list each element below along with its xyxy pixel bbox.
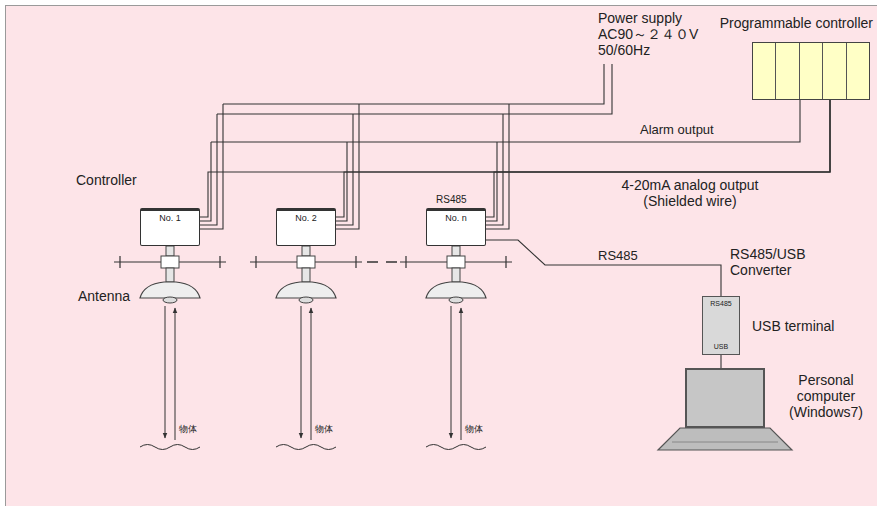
annotation-label: USB terminal [752, 318, 834, 334]
unit-number: No. 1 [141, 213, 199, 223]
annotation-label: Antenna [78, 288, 130, 304]
port-label: RS485 [710, 300, 731, 308]
antenna-assembly [400, 246, 512, 450]
continuation-dashes [367, 261, 397, 263]
programmable-controller: Programmable controller [752, 42, 870, 100]
level-controller-box: No. 1 [140, 208, 200, 246]
bus-wires [197, 64, 800, 229]
signal-wire [486, 100, 830, 217]
antenna-assembly [250, 246, 362, 450]
device-label: Programmable controller [720, 15, 873, 31]
annotation-label: Controller [76, 172, 137, 188]
antenna-assembly [114, 246, 226, 450]
signal-wire [720, 355, 721, 368]
port-label: USB [714, 343, 728, 351]
target-material-label: 物体 [465, 424, 483, 434]
annotation-label: RS485 [436, 194, 467, 206]
target-material-label: 物体 [315, 424, 333, 434]
signal-wire [200, 100, 830, 217]
annotation-label: Power supply AC90～２４０V 50/60Hz [598, 10, 710, 58]
converter-box: RS485USB [702, 296, 740, 355]
unit-number: No. n [427, 213, 485, 223]
annotation-label: 4-20mA analog output (Shielded wire) [610, 177, 770, 209]
signal-wire [486, 240, 721, 296]
signal-wire [336, 100, 830, 217]
target-material-label: 物体 [179, 424, 197, 434]
unit-number: No. 2 [277, 213, 335, 223]
wire-label: RS485 [598, 249, 638, 264]
computer-screen: Personal computer (Windows7) [685, 368, 765, 428]
annotation-label: Alarm output [640, 123, 714, 138]
level-controller-box: No. n [426, 208, 486, 246]
annotation-label: RS485/USB Converter [730, 246, 822, 278]
level-controller-box: No. 2 [276, 208, 336, 246]
device-label: Personal computer (Windows7) [781, 372, 871, 420]
laptop-base [658, 428, 792, 450]
